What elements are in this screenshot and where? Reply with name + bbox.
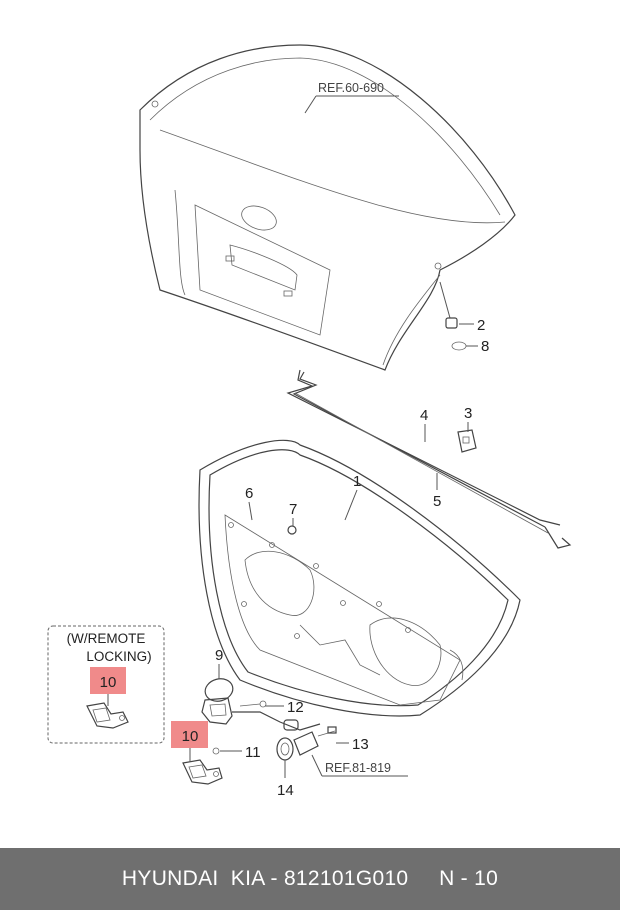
callout-4: 4 [420, 407, 428, 424]
callout-11: 11 [245, 744, 261, 761]
callout-3: 3 [464, 405, 472, 422]
main-latch-part [182, 747, 223, 785]
highlight-box-remote [90, 667, 126, 694]
callout-9: 9 [215, 647, 223, 664]
bumper-fastener-part [439, 281, 467, 351]
rod-clip-part [457, 429, 477, 453]
callout-5: 5 [433, 493, 441, 510]
remote-locking-option-box [47, 625, 165, 744]
part-number-footer: HYUNDAI KIA - 812101G010 N - 10 [0, 848, 620, 910]
callout-2: 2 [477, 317, 485, 334]
remote-latch-part [86, 702, 129, 729]
callout-6: 6 [245, 485, 253, 502]
callout-8: 8 [481, 338, 489, 355]
callout-1: 1 [353, 473, 361, 490]
callout-7: 7 [289, 501, 297, 518]
torsion-rods [286, 369, 572, 549]
option-label-line1: (W/REMOTE [67, 631, 146, 646]
option-label-line2: LOCKING) [86, 649, 151, 664]
latch-assembly [201, 678, 321, 731]
trunk-inner-panel [198, 439, 521, 717]
callout-14: 14 [277, 782, 294, 799]
panel-clip-part [287, 525, 297, 535]
trunk-lid-outer [139, 44, 516, 371]
callout-10-main: 10 [182, 728, 199, 745]
callout-13: 13 [352, 736, 369, 753]
callout-10-remote: 10 [100, 674, 117, 691]
ref-label-top: REF.60-690 [318, 81, 384, 95]
footer-text: HYUNDAI KIA - 812101G010 N - 10 [121, 867, 499, 890]
highlight-box-main [171, 721, 208, 748]
parts-diagram: (W/REMOTE LOCKING) 10 10 REF.60-690 REF.… [47, 44, 572, 799]
lock-cylinder [276, 726, 337, 761]
ref-label-bottom: REF.81-819 [325, 761, 391, 775]
callout-12: 12 [287, 699, 304, 716]
